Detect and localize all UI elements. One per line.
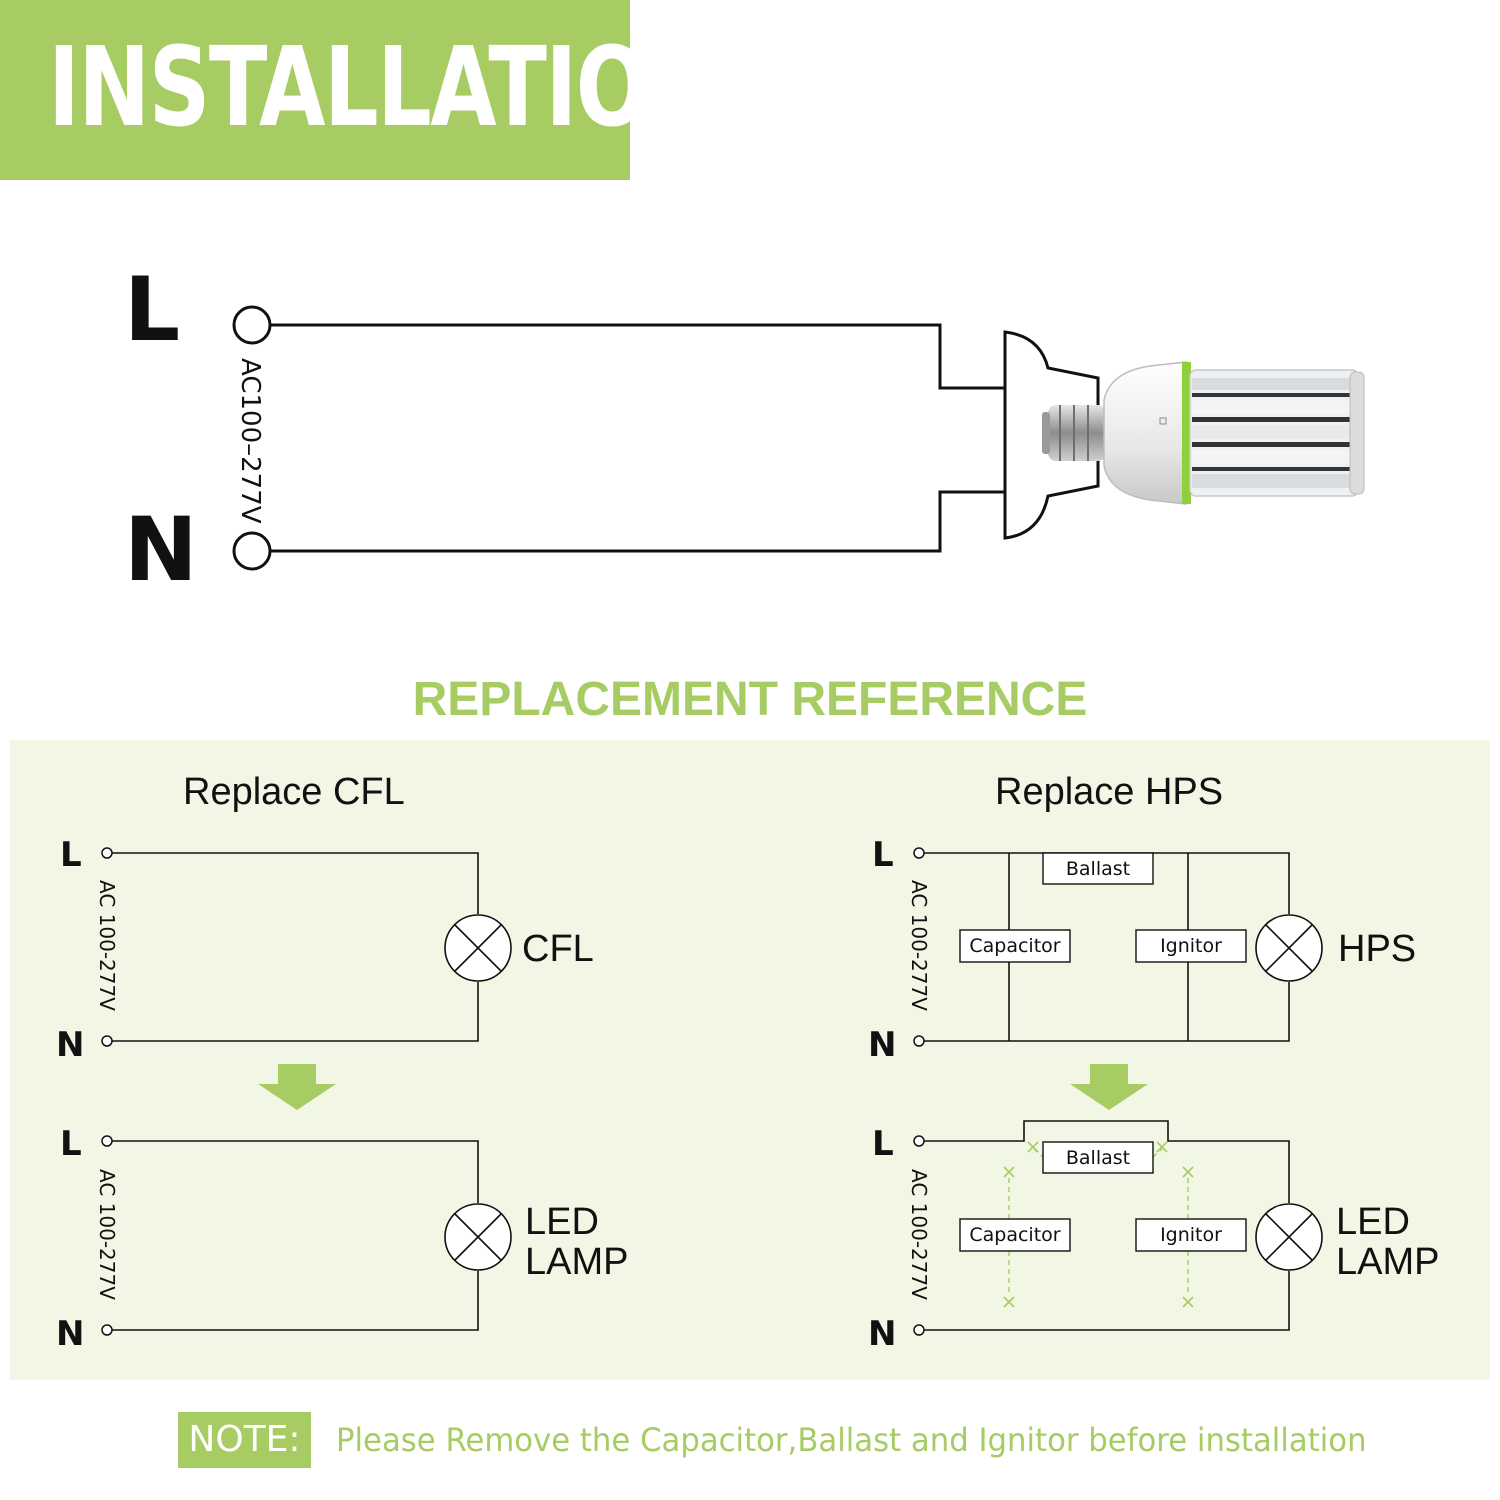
hps-after-voltage: AC 100-277V [907,1169,931,1300]
cfl-before-voltage: AC 100-277V [95,880,119,1011]
cfl-after-n: N [56,1314,84,1354]
bulb-cap [1349,371,1365,495]
installation-banner: INSTALLATION [0,0,719,180]
svg-text:Capacitor: Capacitor [969,935,1060,957]
hps-lamp-label: HPS [1338,928,1416,970]
cfl-lamp-label: CFL [522,928,594,970]
hps-ballast-box: Ballast [1042,852,1154,885]
terminal-l-circle [232,305,272,345]
neutral-wire [270,490,1008,553]
hps-led-label-2: LAMP [1336,1241,1439,1283]
svg-text:Ballast: Ballast [1066,858,1130,880]
hps-lamp-symbol [1255,914,1323,982]
cfl-after-l: L [60,1124,82,1164]
svg-text:Ignitor: Ignitor [1160,935,1222,957]
cfl-led-label-1: LED [525,1201,599,1243]
led-strips [1192,378,1356,488]
reference-panel [10,740,1490,1380]
green-ring [1182,362,1191,504]
cfl-after-voltage: AC 100-277V [95,1169,119,1300]
hps-capacitor-box: Capacitor [959,929,1071,963]
svg-text:Capacitor: Capacitor [969,1224,1060,1246]
live-wire [270,323,1008,390]
svg-text:Ignitor: Ignitor [1160,1224,1222,1246]
terminal-n-circle [232,531,272,571]
hps-before-l: L [872,835,894,875]
cfl-after-diagram: L N AC 100-277V LED LAMP [56,1124,628,1354]
bulb-housing [1103,361,1187,505]
cfl-lamp-symbol [444,914,512,982]
hps-before-diagram: L N AC 100-277V Ballast Capacitor Ignito… [868,835,1416,1065]
hps-heading: Replace HPS [995,771,1223,813]
hps-after-diagram: L N AC 100-277V Ballast Capacitor Ignito… [868,1120,1439,1354]
hps-after-ballast-box: Ballast [1042,1141,1154,1174]
hps-led-label-1: LED [1336,1201,1410,1243]
hps-ignitor-box: Ignitor [1135,929,1247,963]
cfl-led-label-2: LAMP [525,1241,628,1283]
hps-after-ignitor-box: Ignitor [1135,1218,1247,1252]
cfl-before-diagram: L N AC 100-277V CFL [56,835,594,1065]
hps-before-n: N [868,1025,896,1065]
hps-before-voltage: AC 100-277V [907,880,931,1011]
cfl-before-n: N [56,1025,84,1065]
terminal-label-l: L [124,258,180,361]
bulb-screw-base [1042,405,1106,461]
note-badge: NOTE: [178,1412,311,1468]
terminal-label-n: N [124,498,198,601]
replacement-reference-title: REPLACEMENT REFERENCE [412,673,1088,726]
cfl-before-l: L [60,835,82,875]
cfl-down-arrow [258,1064,336,1110]
hps-led-lamp-symbol [1255,1203,1323,1271]
top-voltage-label: AC100–277V [235,358,265,524]
banner-title: INSTALLATION [48,23,719,151]
removed-marks [1003,1141,1194,1308]
note-text: Please Remove the Capacitor,Ballast and … [336,1421,1367,1459]
hps-after-n: N [868,1314,896,1354]
hps-after-capacitor-box: Capacitor [959,1218,1071,1252]
cfl-heading: Replace CFL [183,771,405,813]
cfl-led-lamp-symbol [444,1203,512,1271]
hps-down-arrow [1070,1064,1148,1110]
top-wiring-diagram: L N AC100–277V [124,258,1365,601]
svg-text:Ballast: Ballast [1066,1147,1130,1169]
hps-after-l: L [872,1124,894,1164]
